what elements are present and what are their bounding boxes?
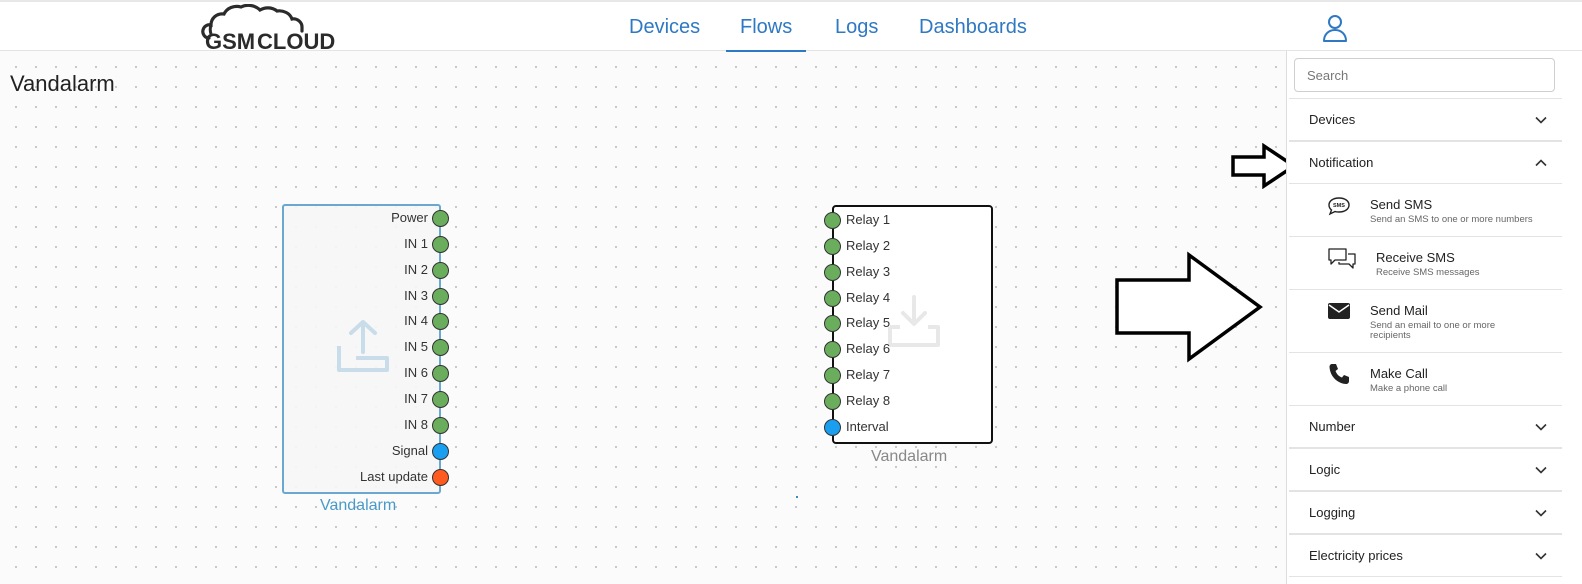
- target-port-relay-6[interactable]: [824, 341, 841, 359]
- source-port-signal[interactable]: [432, 442, 449, 460]
- chevron-down-icon: [1535, 116, 1547, 124]
- canvas-dot: [796, 496, 798, 498]
- palette-search-input[interactable]: [1294, 58, 1555, 92]
- sms-bubble-icon: SMS: [1328, 197, 1350, 216]
- source-port-label: IN 1: [404, 235, 428, 251]
- svg-text:SMS: SMS: [1333, 203, 1345, 209]
- source-port-label: IN 2: [404, 261, 428, 277]
- chat-bubbles-icon: [1328, 248, 1356, 269]
- send-sms-title: Send SMS: [1370, 197, 1433, 212]
- chevron-down-icon: [1535, 552, 1547, 560]
- section-electricity-prices-label: Electricity prices: [1309, 548, 1403, 563]
- chevron-up-icon: [1535, 159, 1547, 167]
- logo-text-gsm: GSM: [205, 29, 255, 52]
- target-node-caption: Vandalarm: [871, 448, 948, 465]
- chevron-down-icon: [1535, 466, 1547, 474]
- top-navigation-bar: GSM CLOUD Devices Flows Logs Dashboards: [0, 0, 1582, 54]
- section-notification-label: Notification: [1309, 155, 1374, 170]
- nav-devices[interactable]: Devices: [629, 15, 701, 38]
- section-devices-label: Devices: [1309, 112, 1356, 127]
- source-port-label: Last update: [360, 468, 428, 484]
- source-port-label: IN 7: [404, 390, 428, 406]
- section-logging-label: Logging: [1309, 505, 1356, 520]
- source-node-caption: Vandalarm: [320, 497, 397, 514]
- target-port-label: Relay 2: [846, 237, 891, 253]
- node-palette-sidebar: Devices Notification SMS Send SMS Send a…: [1286, 51, 1582, 584]
- gsmcloud-logo[interactable]: GSM CLOUD: [199, 3, 349, 54]
- source-port-in-7[interactable]: [432, 390, 449, 408]
- source-port-in-8[interactable]: [432, 416, 449, 434]
- source-port-label: Power: [391, 210, 428, 225]
- callout-arrow-small: [1231, 143, 1298, 189]
- target-port-label: Relay 6: [846, 341, 891, 357]
- nav-flows[interactable]: Flows: [725, 2, 807, 52]
- receive-sms-description: Receive SMS messages: [1376, 267, 1480, 278]
- target-port-relay-7[interactable]: [824, 367, 841, 385]
- source-port-power[interactable]: [432, 210, 449, 227]
- target-port-relay-8[interactable]: [824, 392, 841, 410]
- nav-dashboards[interactable]: Dashboards: [919, 15, 1027, 38]
- upload-icon: [337, 320, 389, 372]
- source-port-label: IN 3: [404, 287, 428, 303]
- target-port-label: Relay 3: [846, 263, 891, 279]
- source-port-last-update[interactable]: [432, 468, 449, 486]
- source-port-in-1[interactable]: [432, 235, 449, 253]
- flow-title: Vandalarm: [10, 71, 115, 96]
- section-number[interactable]: Number: [1289, 405, 1562, 448]
- target-port-relay-5[interactable]: [824, 315, 841, 333]
- palette-item-send-sms[interactable]: SMS Send SMS Send an SMS to one or more …: [1289, 184, 1562, 237]
- source-port-in-5[interactable]: [432, 339, 449, 357]
- source-port-label: IN 6: [404, 365, 428, 381]
- nav-logs[interactable]: Logs: [835, 15, 879, 38]
- callout-arrow-large: [1115, 251, 1263, 363]
- palette-item-send-mail[interactable]: Send Mail Send an email to one or more r…: [1289, 290, 1562, 353]
- download-icon: [888, 295, 940, 347]
- palette-item-make-call[interactable]: Make Call Make a phone call: [1289, 353, 1562, 406]
- section-notification[interactable]: Notification: [1289, 141, 1562, 184]
- send-mail-description: Send an email to one or more recipients: [1370, 320, 1496, 341]
- target-port-relay-3[interactable]: [824, 263, 841, 281]
- target-port-relay-1[interactable]: [824, 212, 841, 229]
- source-port-label: IN 5: [404, 339, 428, 355]
- source-node[interactable]: [282, 204, 441, 494]
- flow-canvas[interactable]: [0, 51, 1290, 584]
- source-port-in-2[interactable]: [432, 261, 449, 279]
- palette-item-receive-sms[interactable]: Receive SMS Receive SMS messages: [1289, 237, 1562, 290]
- receive-sms-title: Receive SMS: [1376, 250, 1455, 265]
- source-port-label: Signal: [391, 442, 428, 458]
- make-call-title: Make Call: [1370, 366, 1428, 381]
- source-port-in-6[interactable]: [432, 365, 449, 383]
- phone-icon: [1329, 364, 1349, 384]
- target-port-label: Interval: [846, 418, 889, 434]
- target-port-label: Relay 5: [846, 315, 891, 331]
- section-logic-label: Logic: [1309, 462, 1341, 477]
- target-port-label: Relay 8: [846, 392, 891, 408]
- section-logging[interactable]: Logging: [1289, 491, 1562, 534]
- make-call-description: Make a phone call: [1370, 383, 1448, 394]
- source-port-in-4[interactable]: [432, 313, 449, 331]
- section-devices[interactable]: Devices: [1289, 98, 1562, 141]
- source-port-label: IN 4: [404, 313, 428, 329]
- send-mail-title: Send Mail: [1370, 303, 1428, 318]
- send-sms-description: Send an SMS to one or more numbers: [1370, 214, 1533, 225]
- envelope-icon: [1328, 303, 1350, 319]
- target-port-label: Relay 4: [846, 289, 891, 305]
- user-account-icon[interactable]: [1322, 14, 1348, 42]
- target-port-label: Relay 7: [846, 367, 891, 383]
- target-port-interval[interactable]: [824, 418, 841, 436]
- logo-text-cloud: CLOUD: [257, 29, 335, 52]
- source-port-label: IN 8: [404, 416, 428, 432]
- section-electricity-prices[interactable]: Electricity prices: [1289, 534, 1562, 577]
- section-logic[interactable]: Logic: [1289, 448, 1562, 491]
- target-port-relay-4[interactable]: [824, 289, 841, 307]
- target-port-relay-2[interactable]: [824, 237, 841, 255]
- chevron-down-icon: [1535, 423, 1547, 431]
- source-port-in-3[interactable]: [432, 287, 449, 305]
- target-port-label: Relay 1: [846, 212, 891, 227]
- section-number-label: Number: [1309, 419, 1356, 434]
- chevron-down-icon: [1535, 509, 1547, 517]
